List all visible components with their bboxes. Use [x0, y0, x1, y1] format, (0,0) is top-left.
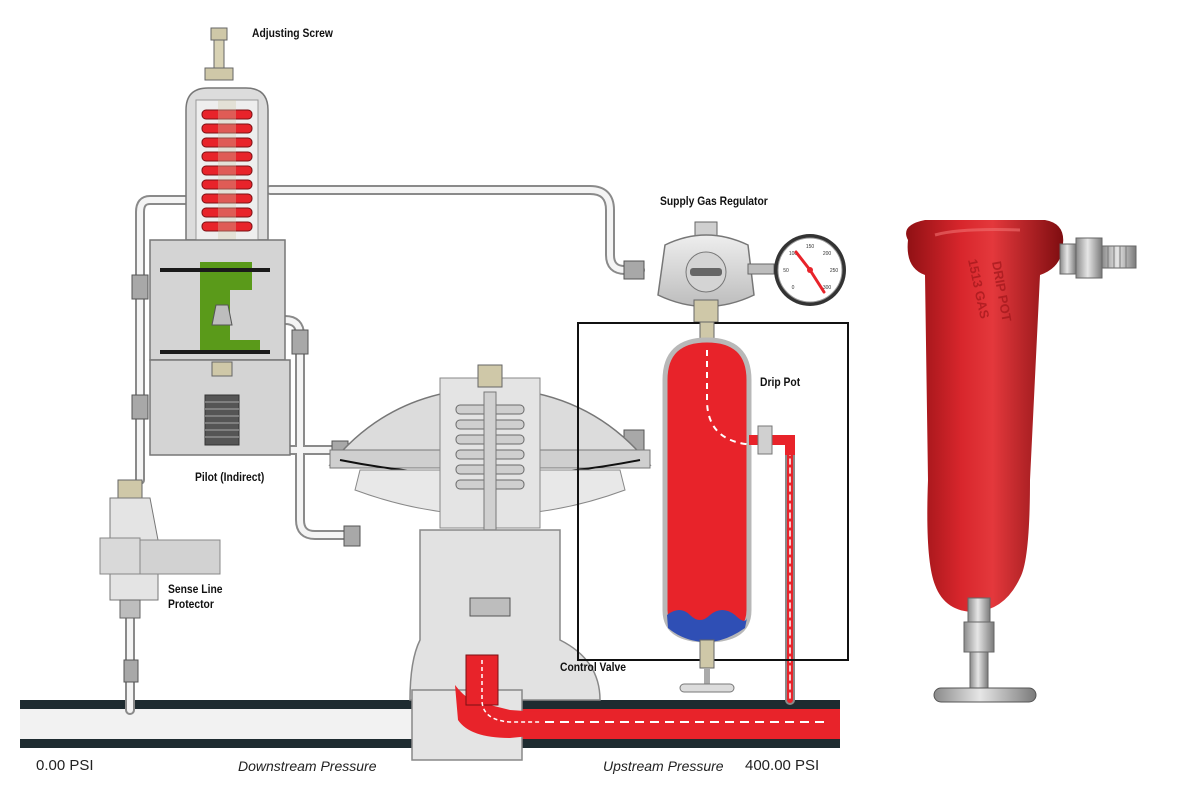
gauge-tick-label: 100 — [789, 251, 798, 257]
control-valve — [328, 364, 652, 761]
gauge-tick-label: 50 — [783, 268, 789, 274]
gauge-tick-label: 250 — [830, 268, 839, 274]
label-adjusting-screw: Adjusting Screw — [252, 26, 333, 40]
sense-line-protector — [99, 479, 221, 619]
supply-gas-regulator: 0 50 100 150 200 250 300 — [657, 221, 846, 323]
gauge-tick-label: 300 — [823, 285, 832, 291]
downstream-pressure-label: Downstream Pressure — [238, 758, 377, 774]
label-protector: Protector — [168, 597, 214, 611]
tube-fittings — [123, 260, 645, 683]
upstream-pressure-label: Upstream Pressure — [603, 758, 724, 774]
downstream-pipe — [20, 700, 440, 748]
gauge-tick-label: 0 — [792, 285, 795, 291]
label-supply-gas-regulator: Supply Gas Regulator — [660, 194, 768, 208]
gauge-tick-label: 200 — [823, 251, 832, 257]
pilot-assembly — [149, 27, 291, 456]
drip-pot-cutaway — [577, 321, 849, 693]
drip-pot-photo: 1513 GAS DRIP POT — [906, 220, 1137, 703]
gauge-ticks: 0 50 100 150 200 250 300 — [783, 244, 838, 291]
label-sense-line: Sense Line — [168, 582, 223, 596]
label-drip-pot: Drip Pot — [760, 375, 801, 389]
downstream-pressure-value: 0.00 PSI — [36, 757, 94, 774]
upstream-pipe — [510, 700, 840, 748]
label-pilot: Pilot (Indirect) — [195, 470, 265, 484]
label-control-valve: Control Valve — [560, 660, 626, 674]
gauge-tick-label: 150 — [806, 244, 815, 250]
upstream-pressure-value: 400.00 PSI — [745, 757, 820, 774]
